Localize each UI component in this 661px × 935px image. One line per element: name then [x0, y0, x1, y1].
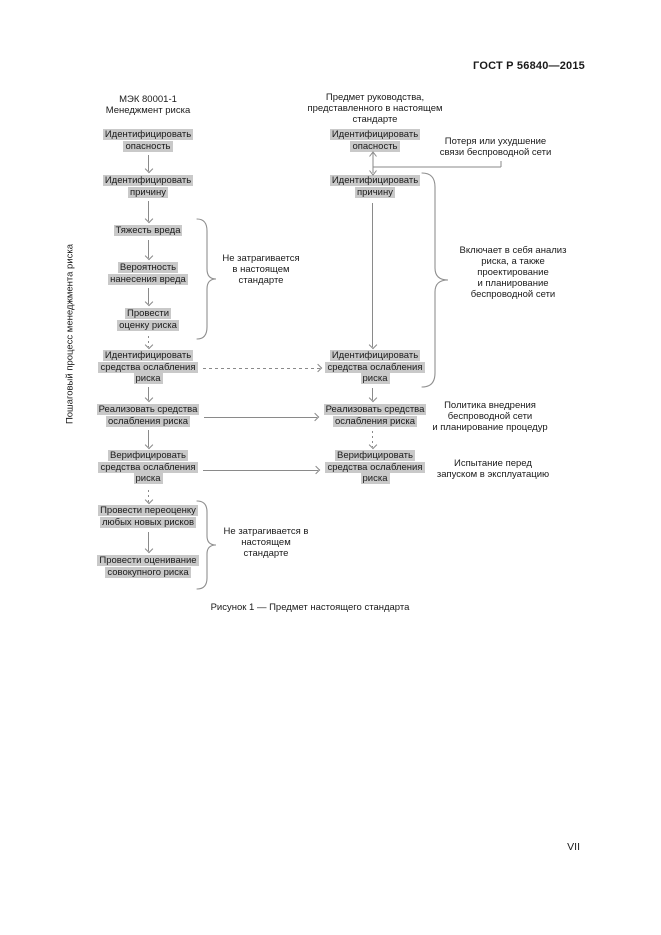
process-side-label: Пошаговый процесс менеджмента риска: [64, 243, 76, 425]
flow-step-left-identify-hazard: Идентифицировать опасность: [88, 129, 208, 152]
down-arrow-dashed: [368, 431, 377, 450]
column-title-right: Предмет руководства, представленного в н…: [307, 92, 443, 125]
flow-step-left-evaluate-overall-risk: Провести оценивание совокупного риска: [88, 555, 208, 578]
flow-step-right-implement-mitigations: Реализовать средства ослабления риска: [320, 404, 430, 427]
document-header: ГОСТ Р 56840—2015: [473, 60, 585, 72]
flow-step-right-identify-hazard: Идентифицировать опасность: [320, 129, 430, 152]
flow-step-left-implement-mitigations: Реализовать средства ослабления риска: [88, 404, 208, 427]
flow-step-right-identify-mitigations: Идентифицировать средства ослабления рис…: [320, 350, 430, 385]
annotation-not-covered-lower: Не затрагивается в настоящем стандарте: [223, 526, 309, 559]
down-arrow: [144, 288, 153, 307]
step-label: Реализовать средства ослабления риска: [323, 404, 427, 427]
step-label: Идентифицировать средства ослабления рис…: [325, 350, 425, 384]
flow-step-left-verify-mitigations: Верифицировать средства ослабления риска: [88, 450, 208, 485]
flow-step-right-verify-mitigations: Верифицировать средства ослабления риска: [320, 450, 430, 485]
right-arrow: [203, 465, 321, 475]
step-label: Провести переоценку любых новых рисков: [98, 505, 198, 528]
brace-includes-analysis: [421, 172, 449, 388]
down-arrow-dashed: [144, 336, 153, 350]
flow-step-left-identify-mitigations: Идентифицировать средства ослабления рис…: [88, 350, 208, 385]
down-arrow-long: [368, 203, 377, 350]
down-arrow: [368, 388, 377, 403]
loss-connector-lines: [369, 151, 502, 176]
flow-step-left-harm-probability: Вероятность нанесения вреда: [88, 262, 208, 285]
annotation-loss: Потеря или ухудшение связи беспроводной …: [439, 136, 552, 158]
flow-step-left-reassess-new-risks: Провести переоценку любых новых рисков: [88, 505, 208, 528]
step-label: Вероятность нанесения вреда: [108, 262, 188, 285]
annotation-testing: Испытание перед запуском в эксплуатацию: [436, 458, 550, 480]
step-label: Идентифицировать причину: [102, 175, 194, 198]
down-arrow: [144, 532, 153, 554]
down-arrow: [144, 155, 153, 174]
down-arrow: [144, 240, 153, 261]
step-label: Идентифицировать опасность: [102, 129, 194, 152]
figure-caption: Рисунок 1 — Предмет настоящего стандарта: [210, 602, 410, 613]
right-arrow: [204, 412, 320, 422]
annotation-includes: Включает в себя анализ риска, а также пр…: [459, 245, 567, 300]
brace-not-covered-upper: [196, 218, 217, 340]
column-title-left: МЭК 80001-1 Менеджмент риска: [105, 94, 191, 116]
down-arrow: [144, 387, 153, 403]
right-arrow-dashed: [203, 363, 323, 373]
step-label: Верифицировать средства ослабления риска: [325, 450, 425, 484]
down-arrow: [144, 430, 153, 450]
step-label: Провести оценивание совокупного риска: [97, 555, 199, 578]
step-label: Провести оценку риска: [117, 308, 179, 331]
flow-step-right-identify-cause: Идентифицировать причину: [320, 175, 430, 198]
step-label: Верифицировать средства ослабления риска: [98, 450, 198, 484]
step-label: Идентифицировать средства ослабления рис…: [98, 350, 198, 384]
flow-step-left-risk-evaluation: Провести оценку риска: [88, 308, 208, 331]
flow-step-left-harm-severity: Тяжесть вреда: [88, 225, 208, 237]
step-label: Идентифицировать причину: [329, 175, 421, 198]
step-label: Реализовать средства ослабления риска: [96, 404, 200, 427]
down-arrow-dashed: [144, 490, 153, 505]
brace-not-covered-lower: [196, 500, 217, 590]
annotation-policy: Политика внедрения беспроводной сети и п…: [432, 400, 548, 433]
step-label: Тяжесть вреда: [113, 225, 183, 236]
annotation-not-covered-upper: Не затрагивается в настоящем стандарте: [222, 253, 300, 286]
page-number: VII: [567, 841, 580, 853]
step-label: Идентифицировать опасность: [329, 129, 421, 152]
down-arrow: [144, 201, 153, 224]
flow-step-left-identify-cause: Идентифицировать причину: [88, 175, 208, 198]
